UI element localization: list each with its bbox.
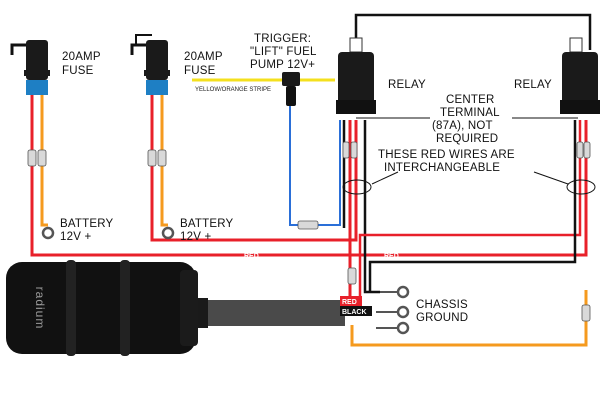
center-terminal-line3: (87A), NOT: [432, 120, 493, 132]
wire-red-fuse1-relay2: [30, 95, 588, 257]
chassis-label-line2: GROUND: [416, 312, 468, 324]
pump-label-red: RED: [342, 299, 357, 306]
pump-label-black: BLACK: [342, 309, 367, 316]
wire-orange-fuse2: [160, 95, 168, 227]
chassis-label-line1: CHASSIS: [416, 299, 468, 311]
interchangeable-pointers: [371, 171, 569, 185]
wire-orange-pump: [350, 290, 588, 347]
pump-red-tag: [340, 296, 362, 306]
chassis-ground-wires: [376, 291, 398, 329]
wire-black-relay2: [368, 120, 577, 292]
relay2-label: RELAY: [514, 79, 552, 91]
fuse2-label-line2: FUSE: [184, 65, 216, 77]
pump-logo: radium: [33, 287, 47, 330]
highlight-ellipse-relay2: [566, 179, 596, 195]
wire-label-red-2: RED: [384, 253, 399, 260]
fuse1-label-line1: 20AMP: [62, 51, 101, 63]
pump-black-tag: [340, 306, 372, 316]
relay-2: [560, 37, 600, 114]
fuel-pump: [6, 260, 345, 356]
battery1-label-line1: BATTERY: [60, 218, 114, 230]
relay1-label: RELAY: [388, 79, 426, 91]
wire-blue-trigger: [289, 105, 341, 226]
center-terminal-line1: CENTER: [446, 94, 494, 106]
relay-1: [336, 37, 376, 114]
ring-terminals: [41, 226, 410, 335]
battery1-label-line2: 12V +: [60, 231, 91, 243]
trigger-connector: [282, 72, 300, 106]
wire-connectors: [27, 141, 591, 322]
fuse-1: [10, 40, 50, 95]
wire-black-relay1: [342, 120, 380, 294]
wire-orange-fuse1: [40, 95, 48, 227]
interchangeable-line1: THESE RED WIRES ARE: [378, 149, 515, 161]
center-terminal-line4: REQUIRED: [436, 133, 498, 145]
wire-black-top: [354, 13, 592, 50]
wire-black-fuse2-top: [135, 34, 152, 45]
wire-label-red-1: RED: [244, 253, 259, 260]
trigger-label-line3: PUMP 12V+: [250, 59, 315, 71]
battery2-label-line1: BATTERY: [180, 218, 234, 230]
stripe-label: YELLOW/ORANGE STRIPE: [195, 87, 271, 93]
center-terminal-line2: TERMINAL: [440, 107, 500, 119]
highlight-ellipse-relay1: [342, 179, 372, 195]
trigger-label-line1: TRIGGER:: [254, 33, 311, 45]
fuse1-label-line2: FUSE: [62, 65, 94, 77]
wire-red-relay2-out: [358, 120, 582, 300]
interchangeable-line2: INTERCHANGEABLE: [384, 162, 500, 174]
battery2-label-line2: 12V +: [180, 231, 211, 243]
fuse2-label-line1: 20AMP: [184, 51, 223, 63]
trigger-label-line2: "LIFT" FUEL: [250, 46, 317, 58]
fuse-2: [130, 40, 170, 95]
